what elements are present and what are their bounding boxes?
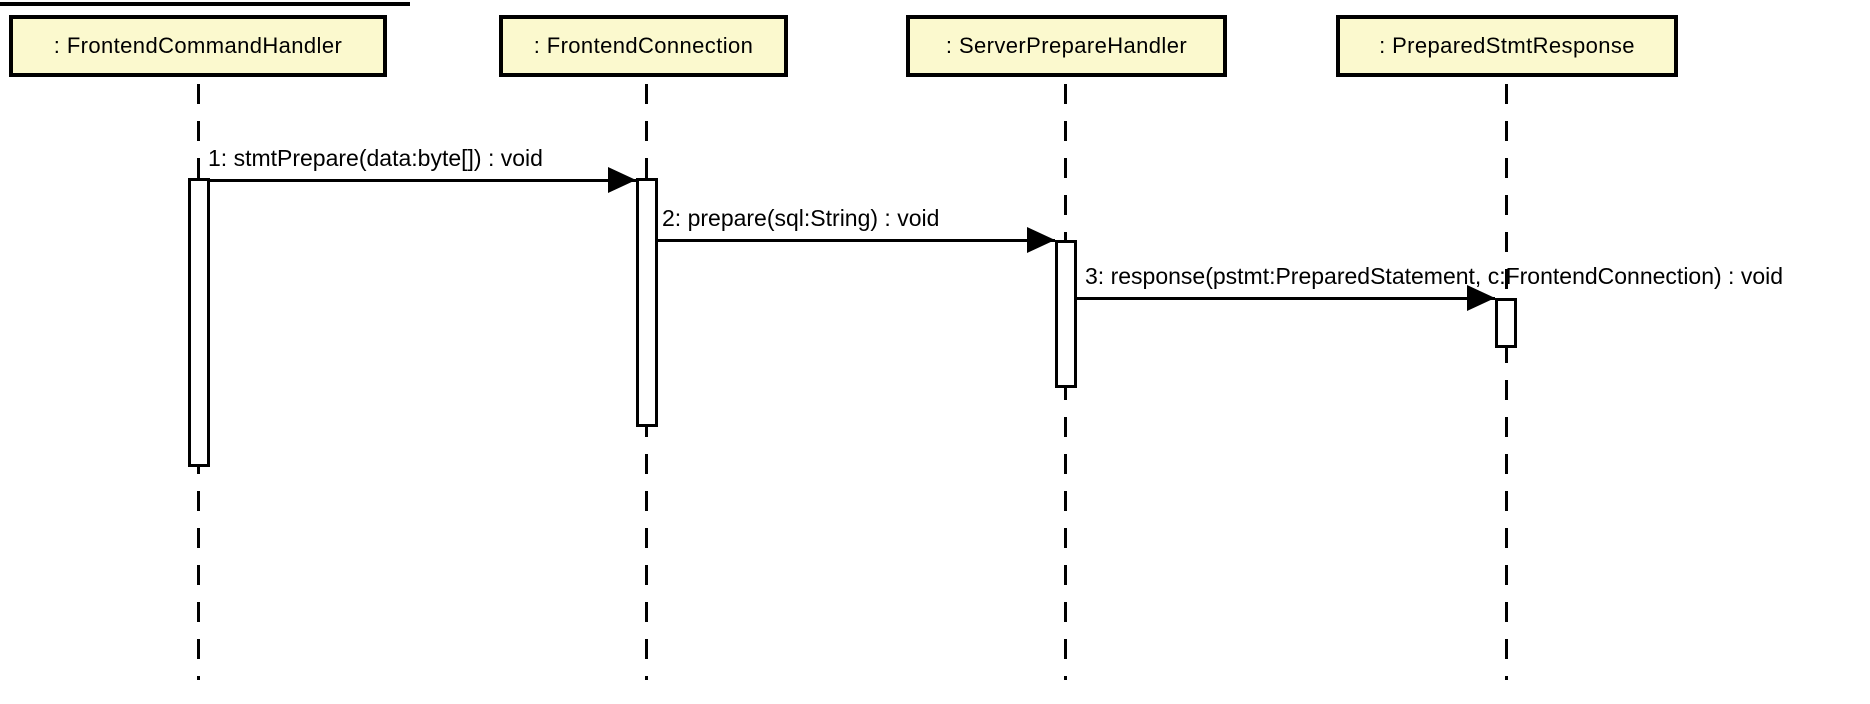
lifeline-head-server-prepare-handler: : ServerPrepareHandler	[906, 15, 1227, 77]
message-2-label: 2: prepare(sql:String) : void	[662, 205, 940, 231]
message-3-line	[1077, 297, 1495, 300]
lifeline-head-frontend-connection: : FrontendConnection	[499, 15, 788, 77]
activation-bar-server-prepare-handler	[1055, 240, 1077, 388]
top-edge-artifact-line	[0, 2, 410, 6]
activation-bar-frontend-command-handler	[188, 178, 210, 467]
activation-bar-prepared-stmt-response	[1495, 298, 1517, 348]
lifeline-head-frontend-command-handler: : FrontendCommandHandler	[9, 15, 387, 77]
message-1-arrowhead-icon	[608, 167, 636, 193]
message-3-label: 3: response(pstmt:PreparedStatement, c:F…	[1085, 263, 1784, 289]
lifeline-head-label: : FrontendCommandHandler	[53, 33, 343, 58]
lifeline-prepared-stmt-response	[1505, 84, 1508, 680]
message-2-line	[658, 239, 1055, 242]
lifeline-head-label: : ServerPrepareHandler	[945, 33, 1188, 58]
message-2-arrowhead-icon	[1027, 227, 1055, 253]
message-1-label: 1: stmtPrepare(data:byte[]) : void	[208, 145, 543, 171]
lifeline-head-label: : PreparedStmtResponse	[1379, 33, 1635, 58]
message-1-line	[210, 179, 636, 182]
lifeline-head-label: : FrontendConnection	[533, 33, 754, 58]
activation-bar-frontend-connection	[636, 178, 658, 427]
lifeline-head-prepared-stmt-response: : PreparedStmtResponse	[1336, 15, 1678, 77]
message-3-arrowhead-icon	[1467, 285, 1495, 311]
